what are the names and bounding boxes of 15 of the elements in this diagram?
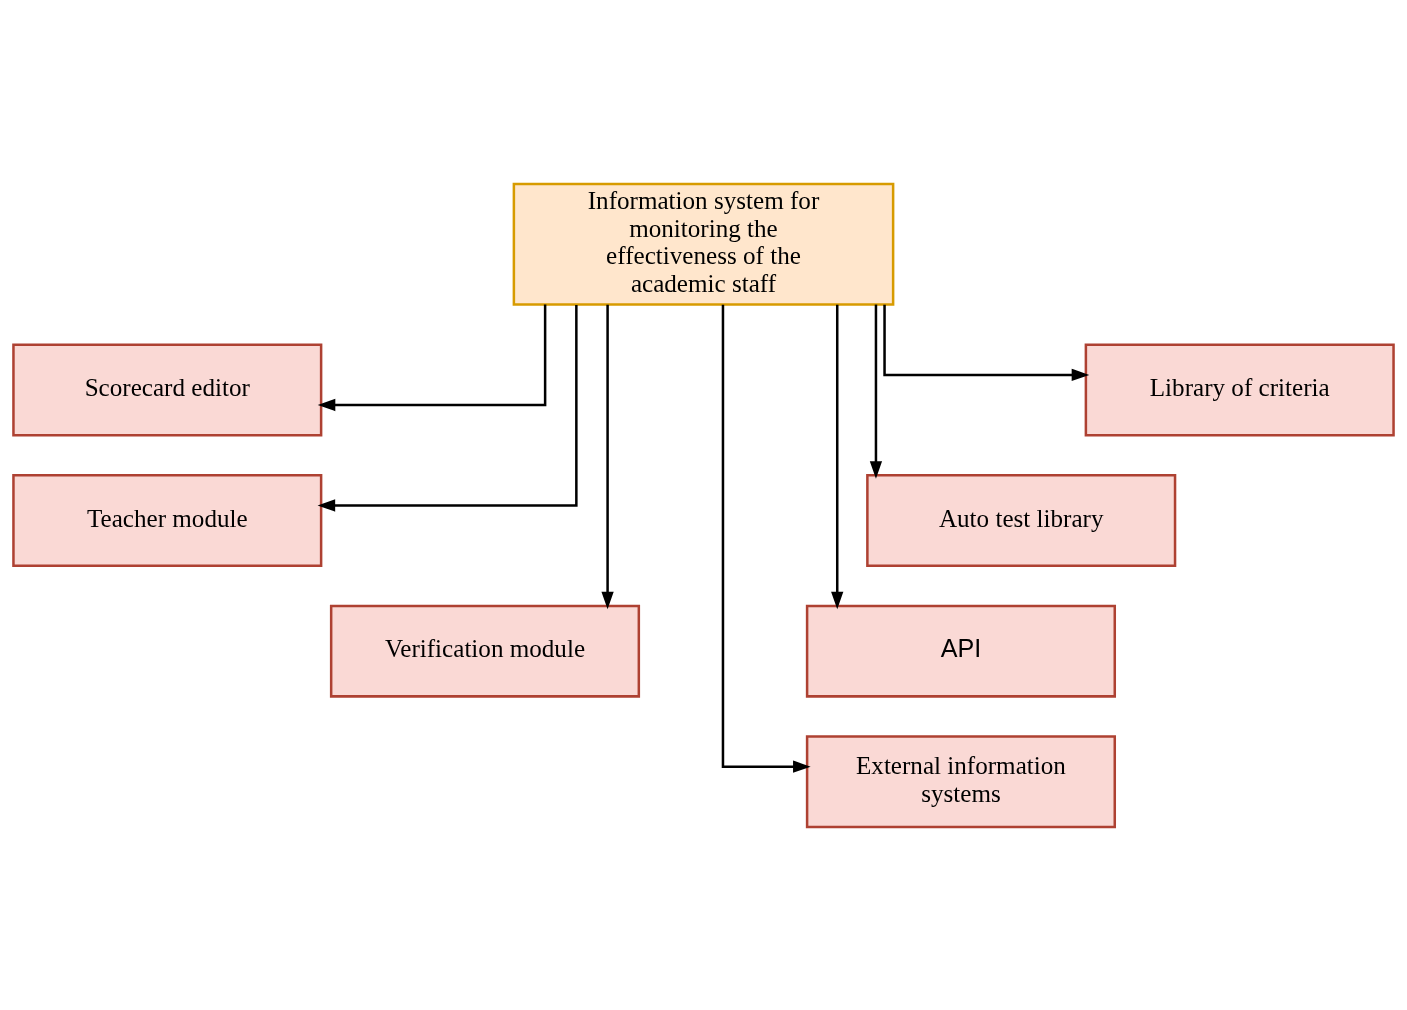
node-box: External information systems <box>805 734 1116 828</box>
node-box: Information system for monitoring the effectiveness of the academic staff <box>512 182 895 306</box>
node-box: Library of criteria <box>1084 343 1395 436</box>
arrow <box>869 304 883 479</box>
arrow <box>317 304 578 512</box>
node-box: Auto test library <box>866 473 1177 567</box>
node-box: Verification module <box>329 604 641 698</box>
arrow <box>317 304 547 411</box>
node-box: Scorecard editor <box>12 343 323 436</box>
arrow <box>831 304 844 609</box>
arrow <box>721 304 811 773</box>
node-box: API <box>805 604 1116 698</box>
arrow <box>883 304 1090 381</box>
node-box: Teacher module <box>12 473 323 567</box>
arrow <box>601 304 614 609</box>
